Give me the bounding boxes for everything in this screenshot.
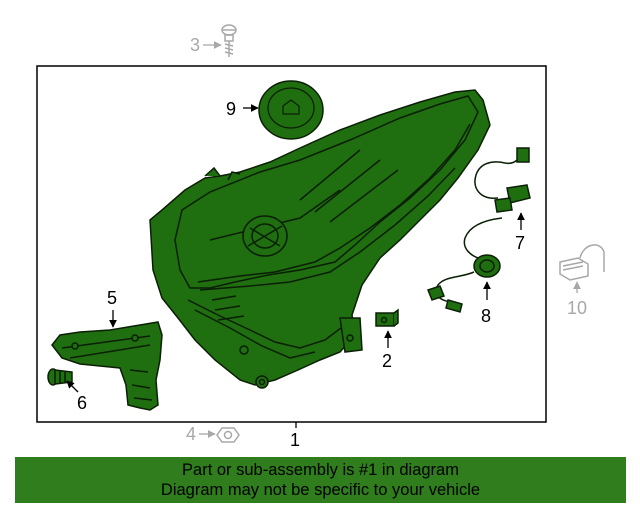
parts-diagram: 3 9 1 4 xyxy=(36,24,605,450)
callout-5: 5 xyxy=(107,288,117,308)
nut-part-4[interactable] xyxy=(216,427,240,443)
callout-9: 9 xyxy=(226,99,236,119)
callout-2: 2 xyxy=(382,351,392,371)
cap-part-9[interactable] xyxy=(258,80,324,140)
clip-part-2[interactable] xyxy=(375,308,399,327)
callout-arrow-6 xyxy=(66,380,79,393)
assembly-frame xyxy=(36,65,547,423)
headlamp-assembly-part-1[interactable] xyxy=(149,89,491,389)
notice-line-1: Part or sub-assembly is #1 in diagram xyxy=(182,461,459,479)
socket-part-7[interactable] xyxy=(474,147,531,213)
callout-4: 4 xyxy=(186,424,196,444)
callout-7: 7 xyxy=(515,233,525,253)
connector-part-10[interactable] xyxy=(559,244,605,281)
callout-1: 1 xyxy=(290,430,300,450)
callout-10: 10 xyxy=(567,298,587,318)
callout-8: 8 xyxy=(481,306,491,326)
notice-line-2: Diagram may not be specific to your vehi… xyxy=(160,481,481,499)
callout-3: 3 xyxy=(190,35,200,55)
bracket-part-5[interactable] xyxy=(51,321,163,411)
bolt-part-3[interactable] xyxy=(221,24,237,57)
diagram-notice-banner: Part or sub-assembly is #1 in diagram Di… xyxy=(15,457,626,503)
clip-part-6[interactable] xyxy=(47,368,73,386)
callout-6: 6 xyxy=(77,393,87,413)
socket-part-8[interactable] xyxy=(427,217,503,313)
